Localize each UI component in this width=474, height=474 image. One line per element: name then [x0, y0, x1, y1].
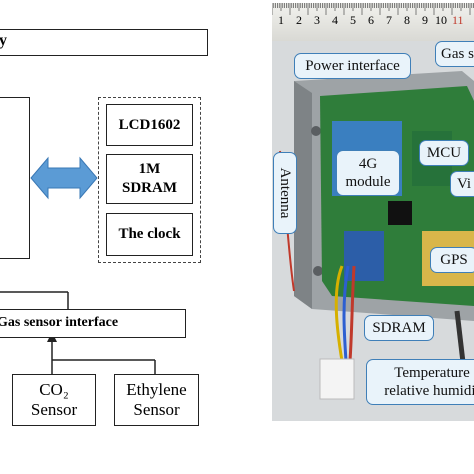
connector-lines: [0, 291, 156, 375]
temperature-humidity-label: Temperature relative humidit: [366, 359, 474, 405]
4g-module-label: 4G module: [336, 150, 400, 196]
lcd1602-label: LCD1602: [118, 116, 181, 133]
ethylene-sensor-line1: Ethylene: [126, 380, 187, 399]
clock-label: The clock: [118, 226, 181, 242]
top-bar-label: y: [0, 32, 7, 49]
ethylene-sensor-box: Ethylene Sensor: [114, 374, 199, 426]
ruler-number: 8: [404, 13, 410, 27]
lcd1602-box: LCD1602: [106, 104, 193, 146]
co2-sensor-line1: CO₂: [39, 380, 69, 399]
peripheral-group: [98, 97, 201, 263]
gas-sensor-label: Gas s: [435, 41, 474, 67]
gas-sensor-interface-box: Gas sensor interface: [0, 309, 186, 338]
ruler-number: 6: [368, 13, 374, 27]
antenna-label: Antenna: [273, 152, 297, 234]
co2-sensor-box: CO₂ Sensor: [12, 374, 96, 426]
ruler-number: 10: [435, 13, 447, 27]
sdram-box: 1M SDRAM: [106, 154, 193, 204]
vi-label: Vi: [450, 171, 474, 197]
ruler-number: 1: [278, 13, 284, 27]
gas-sensor-interface-label: Gas sensor interface: [0, 315, 119, 330]
ethylene-sensor-line2: Sensor: [133, 400, 180, 419]
ruler-number: 7: [386, 13, 392, 27]
ruler-number: 2: [296, 13, 302, 27]
bidirectional-arrow: [30, 156, 98, 200]
sdram-label: 1M SDRAM: [122, 161, 177, 196]
ruler-number: 4: [332, 13, 338, 27]
sdram-photo-label: SDRAM: [364, 315, 434, 341]
device-photo: 1 2 3 4 5 6 7 8 9 10 11: [272, 3, 474, 421]
clock-box: The clock: [106, 213, 193, 256]
ruler-ticks: [272, 3, 474, 15]
power-interface-label: Power interface: [294, 53, 411, 79]
ruler-number: 5: [350, 13, 356, 27]
top-bar-box: y: [0, 29, 208, 56]
ruler-number: 3: [314, 13, 320, 27]
ruler: [272, 3, 474, 41]
mcu-label: MCU: [419, 140, 469, 166]
ruler-number: 9: [422, 13, 428, 27]
co2-sensor-line2: Sensor: [30, 400, 78, 419]
ruler-number: 11: [452, 13, 464, 27]
ruler-numbers: 1 2 3 4 5 6 7 8 9 10 11: [272, 13, 474, 29]
mcu-block: [0, 97, 30, 259]
gps-label: GPS: [430, 247, 474, 273]
